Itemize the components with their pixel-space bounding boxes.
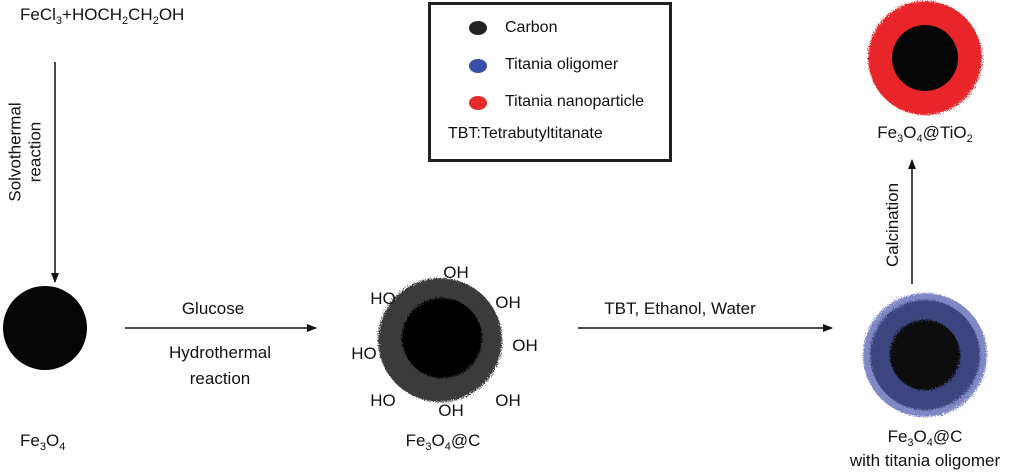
fe3o4-tio2-particle — [868, 1, 982, 115]
solvothermal-label-line1: Solvothermal — [5, 102, 25, 202]
formula-part: @TiO — [922, 123, 967, 142]
glucose-label: Glucose — [181, 299, 245, 318]
solvothermal-label-line2: reaction — [25, 121, 44, 183]
hydrothermal-label-line1: Hydrothermal — [168, 343, 272, 362]
tio2-label: Fe3O4@TiO2 — [877, 123, 972, 145]
formula-part: 4 — [59, 441, 66, 453]
hydroxyl-upper-right: OH — [495, 293, 521, 312]
solvothermal-label: Solvothermal reaction — [5, 102, 44, 201]
formula-part: O — [45, 431, 60, 450]
nanoparticle-swatch-icon — [469, 96, 487, 110]
formula-part: @C — [450, 431, 481, 450]
formula-part: OH — [158, 5, 185, 24]
fe3o4-label: Fe3O4 — [20, 431, 65, 453]
formula-part: Fe — [20, 431, 40, 450]
hydrothermal-label-line2: reaction — [189, 369, 251, 388]
legend-oligomer: Titania oligomer — [505, 56, 619, 73]
fe3o4-particle — [3, 286, 87, 370]
legend-carbon: Carbon — [505, 19, 558, 36]
formula-part: FeCl — [20, 5, 56, 24]
oligomer-label: Fe3O4@C — [887, 427, 963, 449]
hydroxyl-upper-left: HO — [370, 289, 396, 308]
formula-part: Fe — [887, 427, 908, 446]
formula-part: 3 — [425, 441, 432, 453]
fe3o4-c-oligomer-particle — [863, 293, 987, 417]
hydroxyl-right: OH — [512, 336, 538, 355]
formula-part: 4 — [916, 133, 923, 145]
formula-part: 2 — [152, 15, 159, 27]
carbon-swatch-icon — [469, 21, 487, 35]
legend-note: TBT:Tetrabutyltitanate — [448, 125, 603, 142]
fe3o4-c-label: Fe3O4@C — [405, 431, 481, 453]
formula-part: 2 — [966, 133, 973, 145]
formula-part: @C — [932, 427, 963, 446]
legend-box: Carbon Titania oligomer Titania nanopart… — [428, 2, 672, 162]
calcination-label: Calcination — [883, 182, 903, 268]
formula-part: 2 — [122, 15, 129, 27]
formula-part: 3 — [907, 437, 914, 449]
formula-part: Fe — [405, 431, 426, 450]
formula-part: 4 — [444, 441, 451, 453]
formula-part: 3 — [897, 133, 904, 145]
formula-part: Fe — [877, 123, 898, 142]
legend-nanoparticle: Titania nanoparticle — [505, 93, 645, 110]
oligomer-swatch-icon — [469, 59, 487, 73]
hydroxyl-bottom: OH — [438, 401, 464, 420]
formula-part: 3 — [55, 15, 63, 27]
tbt-ethanol-water-label: TBT, Ethanol, Water — [604, 299, 756, 318]
hydroxyl-top: OH — [443, 263, 469, 282]
hydroxyl-lower-left: HO — [370, 391, 396, 410]
fe3o4-c-particle — [378, 278, 502, 402]
formula-part: 4 — [926, 437, 933, 449]
formula-part: 3 — [39, 441, 46, 453]
oligomer-sublabel: with titania oligomer — [849, 451, 1001, 470]
formula-part: O — [431, 431, 445, 450]
hydroxyl-left: HO — [351, 344, 377, 363]
hydroxyl-lower-right: OH — [495, 391, 521, 410]
formula-part: CH — [128, 5, 153, 24]
formula-part: +HOCH — [62, 5, 123, 24]
formula-part: O — [913, 427, 927, 446]
formula-part: O — [903, 123, 917, 142]
reactants-formula: FeCl3+HOCH2CH2OH — [20, 5, 185, 27]
